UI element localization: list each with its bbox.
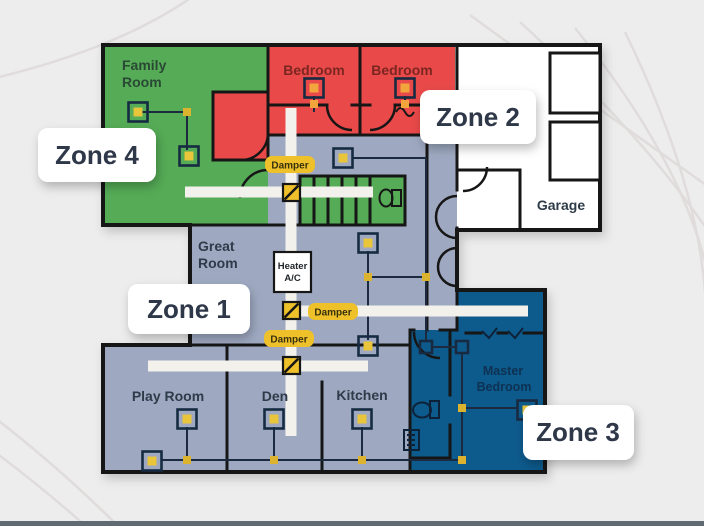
sensor-icon [127, 101, 149, 123]
building: Damper Damper Damper Heater A/C [101, 43, 602, 474]
sensor-icon [263, 408, 285, 430]
sensor-icon [357, 232, 379, 254]
svg-text:Bedroom: Bedroom [477, 380, 532, 394]
damper-label: Damper [308, 303, 358, 320]
svg-text:Damper: Damper [270, 335, 307, 346]
bottom-bar [0, 521, 704, 526]
heater-ac-unit: Heater A/C [272, 250, 313, 294]
window-marks [481, 327, 524, 340]
room-label-play-room: Play Room [132, 388, 204, 404]
svg-text:Zone 1: Zone 1 [147, 294, 231, 324]
sensor-icon [303, 77, 325, 99]
damper-valve-icon [281, 355, 302, 376]
room-label-family-room: Family [122, 57, 167, 73]
room-label-den: Den [262, 388, 288, 404]
damper-valve-icon [281, 300, 302, 321]
zone2-closet-area [213, 92, 268, 160]
zone-4-badge: Zone 4 [38, 128, 156, 182]
svg-text:Room: Room [198, 255, 238, 271]
svg-text:Damper: Damper [271, 161, 308, 172]
wire-junctions [183, 100, 470, 464]
svg-text:Zone 3: Zone 3 [536, 417, 620, 447]
svg-text:Heater: Heater [278, 261, 308, 272]
damper-valves [281, 182, 302, 376]
room-label-garage: Garage [537, 197, 585, 213]
sensor-icon [141, 450, 163, 472]
room-label-great-room: Great [198, 238, 235, 254]
zone4-hall-bath-area [300, 176, 405, 225]
svg-text:Damper: Damper [314, 308, 351, 319]
room-label-master-bedroom: Master [483, 364, 523, 378]
sensor-icon [176, 408, 198, 430]
sensor-icon [178, 145, 200, 167]
bathroom-fixtures [378, 188, 440, 451]
damper-label: Damper [264, 330, 314, 347]
damper-labels: Damper Damper Damper [264, 156, 358, 347]
garage-doors [548, 51, 602, 182]
sensor-icon [332, 147, 354, 169]
wire-squiggle [395, 107, 415, 117]
svg-text:Zone 2: Zone 2 [436, 102, 520, 132]
sensors [127, 77, 538, 472]
sensor-icon [351, 408, 373, 430]
room-label-bedroom-2: Bedroom [371, 62, 432, 78]
zone-3-badge: Zone 3 [523, 405, 634, 460]
room-labels: Family Room Bedroom Bedroom Garage Great… [122, 57, 585, 404]
zone-badges: Zone 4 Zone 2 Zone 1 Zone 3 [38, 90, 634, 460]
svg-text:Room: Room [122, 74, 162, 90]
damper-valve-icon [281, 182, 302, 203]
sensor-icon [357, 335, 379, 357]
room-label-bedroom-1: Bedroom [283, 62, 344, 78]
svg-text:A/C: A/C [284, 273, 301, 284]
sensor-icon [394, 77, 416, 99]
room-label-kitchen: Kitchen [336, 387, 387, 403]
zone-1-badge: Zone 1 [128, 284, 250, 334]
svg-text:Zone 4: Zone 4 [55, 140, 139, 170]
damper-label: Damper [265, 156, 315, 173]
zone-2-badge: Zone 2 [420, 90, 536, 144]
